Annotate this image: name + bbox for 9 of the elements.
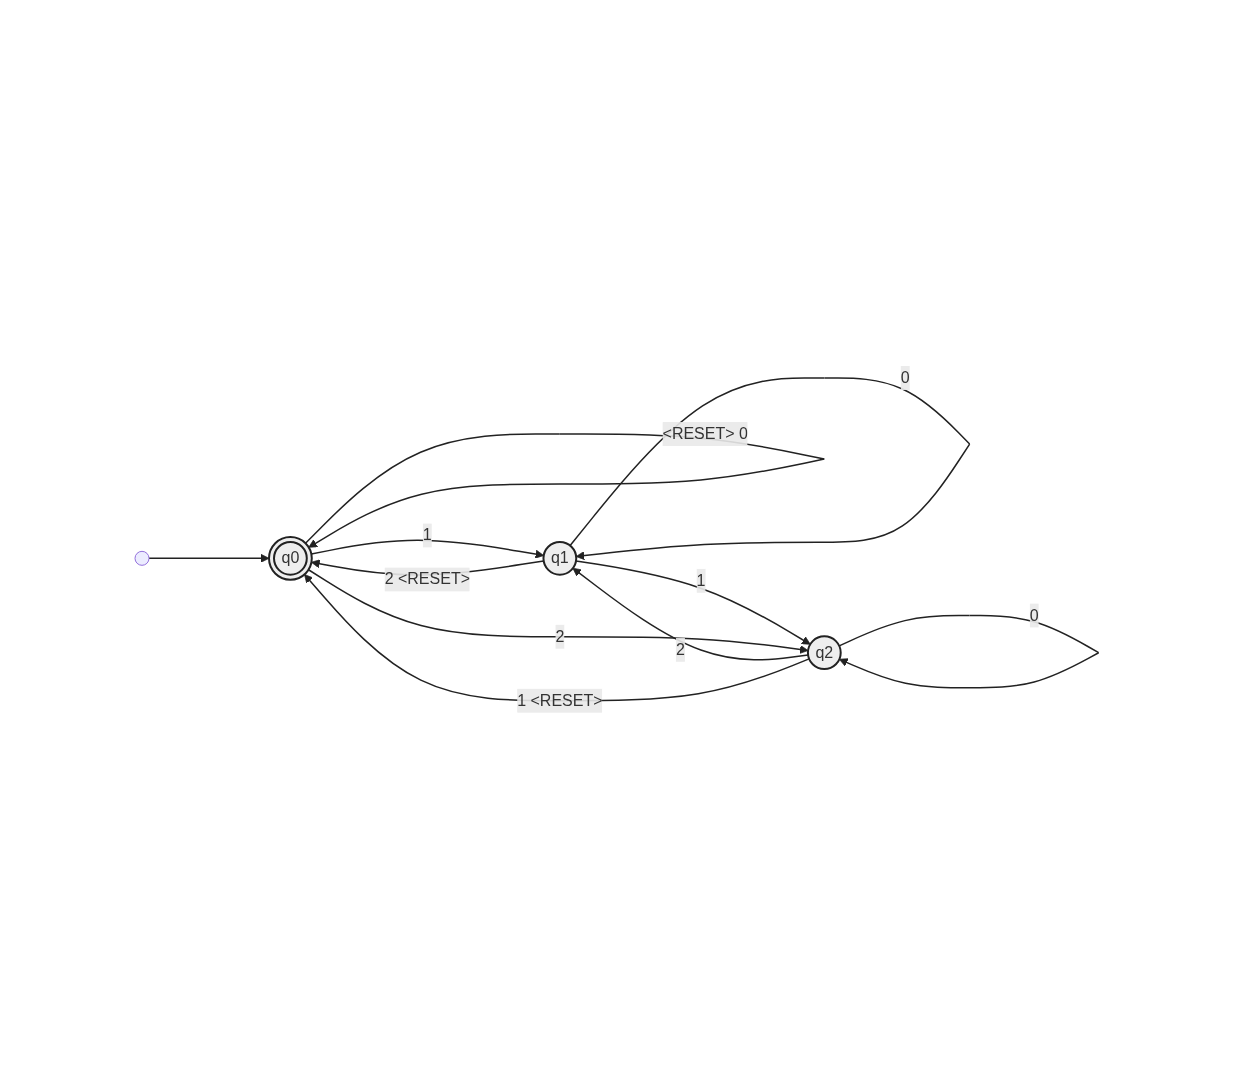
transition-arrow [307,569,809,654]
transition-arrow [147,554,269,563]
arrow [569,377,970,561]
transition-arrow [310,539,544,559]
state-circle: q0 [267,536,313,581]
transition-arrow [572,568,809,661]
state-circle: q1 [542,541,577,576]
state-circle: q2 [806,635,842,671]
arrow [838,614,1099,689]
